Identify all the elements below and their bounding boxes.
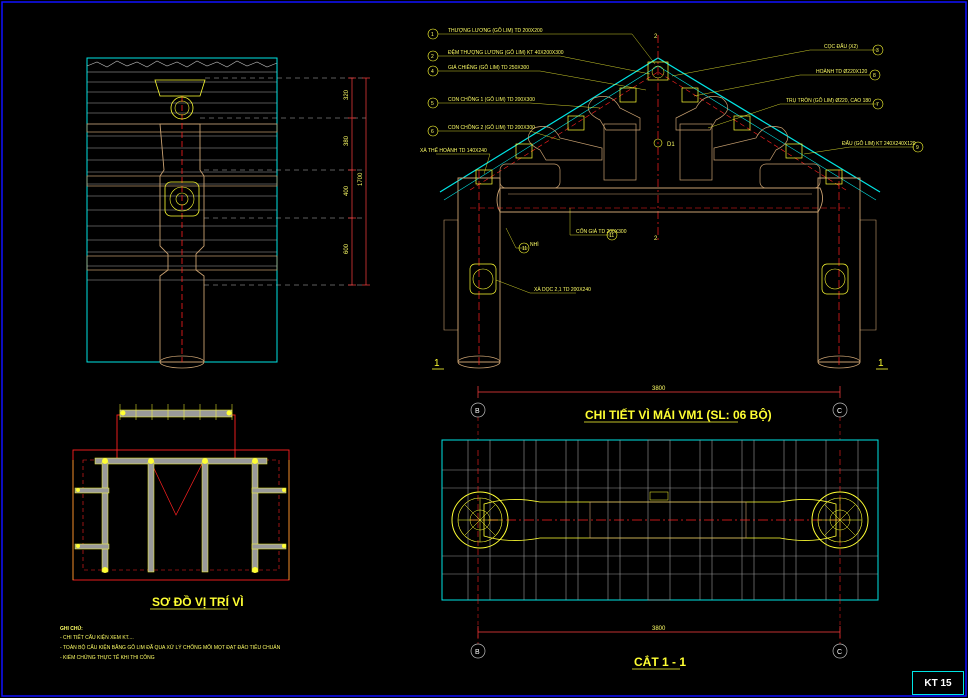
- callout-9: ĐẤU (GỖ LIM) KT 240X240X120 9: [842, 140, 924, 153]
- dim-span-top: 3800: [652, 386, 666, 392]
- svg-text:CON CHỒNG 1 (GỖ LIM) TD 200X30: CON CHỒNG 1 (GỖ LIM) TD 200X300: [448, 96, 535, 103]
- truss-elevation: D1 2 2 1 1 1: [420, 27, 924, 440]
- svg-text:CON CHỒNG 2 (GỖ LIM) TD 200X30: CON CHỒNG 2 (GỖ LIM) TD 200X300: [448, 124, 535, 131]
- callout-1: 1 THƯỢNG LƯƠNG (GỖ LIM) TD 200X200: [427, 27, 543, 40]
- svg-text:11: 11: [522, 246, 527, 252]
- svg-text:NHÌ: NHÌ: [530, 241, 539, 248]
- svg-text:5: 5: [431, 101, 434, 107]
- grid-right-top: C: [837, 408, 842, 415]
- dim-v2: 380: [344, 135, 350, 146]
- svg-text:9: 9: [916, 145, 919, 151]
- svg-text:TRỤ TRÒN (GỖ LIM) Ø220, CAO 18: TRỤ TRÒN (GỖ LIM) Ø220, CAO 180: [786, 97, 871, 104]
- plan-diagram: SƠ ĐỒ VỊ TRÍ VÌ: [72, 404, 290, 610]
- svg-text:CỐN GIÁ TD 200X300: CỐN GIÁ TD 200X300: [576, 228, 627, 235]
- svg-text:XÀ THẾ HOÀNH TD 140X240: XÀ THẾ HOÀNH TD 140X240: [420, 147, 487, 154]
- section-title: CẮT 1 - 1: [634, 654, 686, 669]
- svg-text:3: 3: [876, 48, 879, 54]
- sheet-code-box: KT 15: [912, 671, 964, 695]
- svg-text:XÀ DỌC 2,1 TD 200X240: XÀ DỌC 2,1 TD 200X240: [534, 286, 591, 293]
- section-view: 3800 B C CẮT 1 - 1: [441, 439, 879, 670]
- d1-label: D1: [667, 142, 675, 148]
- section-mark-left: 1: [434, 358, 440, 369]
- dim-v1: 320: [344, 89, 350, 100]
- axis-mark-bottom: 2: [654, 236, 658, 242]
- axis-mark-top: 2: [654, 34, 658, 40]
- svg-text:11: 11: [609, 233, 614, 239]
- notes-line-1: - CHI TIẾT CẤU KIỆN XEM KT....: [60, 633, 134, 641]
- side-elevation: 320 380 400 600 1700: [86, 57, 370, 369]
- callout-8: HOÀNH TD Ø220X120 8: [816, 68, 881, 81]
- grid-left-bottom: B: [475, 649, 480, 656]
- svg-text:7: 7: [876, 102, 879, 108]
- svg-text:ĐẤU (GỖ LIM) KT 240X240X120: ĐẤU (GỖ LIM) KT 240X240X120: [842, 140, 916, 147]
- callout-3: CỌC ĐẤU (X2) 3: [824, 43, 884, 56]
- callout-4: 4 GIÁ CHIÊNG (GỖ LIM) TD 250X300: [427, 63, 529, 77]
- callout-11: CỐN GIÁ TD 200X300 11: [576, 228, 627, 241]
- svg-text:ĐỆM THƯỢNG LƯƠNG (GỖ LIM) KT 4: ĐỆM THƯỢNG LƯƠNG (GỖ LIM) KT 40X200X300: [448, 48, 564, 56]
- svg-text:1: 1: [431, 32, 434, 38]
- svg-text:THƯỢNG LƯƠNG (GỖ LIM) TD 200X2: THƯỢNG LƯƠNG (GỖ LIM) TD 200X200: [448, 27, 543, 34]
- notes-heading: GHI CHÚ:: [60, 625, 83, 632]
- svg-text:HOÀNH TD Ø220X120: HOÀNH TD Ø220X120: [816, 68, 868, 75]
- svg-text:2: 2: [431, 54, 434, 60]
- callout-7: TRỤ TRÒN (GỖ LIM) Ø220, CAO 180 7: [786, 97, 884, 110]
- notes: GHI CHÚ: - CHI TIẾT CẤU KIỆN XEM KT.... …: [60, 625, 281, 661]
- plan-title: SƠ ĐỒ VỊ TRÍ VÌ: [152, 594, 244, 609]
- callout-13: XÀ DỌC 2,1 TD 200X240: [534, 286, 591, 293]
- svg-text:CỌC ĐẤU (X2): CỌC ĐẤU (X2): [824, 43, 858, 50]
- callout-12: NHÌ 11: [518, 241, 539, 254]
- callout-5: 5 CON CHỒNG 1 (GỖ LIM) TD 200X300: [427, 96, 535, 109]
- svg-text:GIÁ CHIÊNG (GỖ LIM) TD 250X300: GIÁ CHIÊNG (GỖ LIM) TD 250X300: [448, 63, 529, 71]
- dim-span-bottom: 3800: [652, 626, 666, 632]
- callout-6: 6 CON CHỒNG 2 (GỖ LIM) TD 200X300: [427, 124, 535, 137]
- callout-10: XÀ THẾ HOÀNH TD 140X240: [420, 147, 487, 154]
- notes-line-3: - KIỂM CHỨNG THỰC TẾ KHI THI CÔNG: [60, 654, 155, 661]
- section-mark-right: 1: [878, 358, 884, 369]
- callout-2: 2 ĐỆM THƯỢNG LƯƠNG (GỖ LIM) KT 40X200X30…: [427, 48, 564, 62]
- svg-text:6: 6: [431, 129, 434, 135]
- notes-line-2: - TOÀN BỘ CẤU KIỆN BẰNG GỖ LIM ĐÃ QUA XỬ…: [60, 643, 281, 651]
- dim-v4: 600: [344, 243, 350, 254]
- grid-right-bottom: C: [837, 649, 842, 656]
- dim-v-total: 1700: [358, 172, 364, 186]
- elevation-title: CHI TIẾT VÌ MÁI VM1 (SL: 06 BỘ): [585, 407, 772, 422]
- svg-text:4: 4: [431, 69, 434, 75]
- svg-text:8: 8: [873, 73, 876, 79]
- dim-v3: 400: [344, 185, 350, 196]
- grid-left-top: B: [475, 408, 480, 415]
